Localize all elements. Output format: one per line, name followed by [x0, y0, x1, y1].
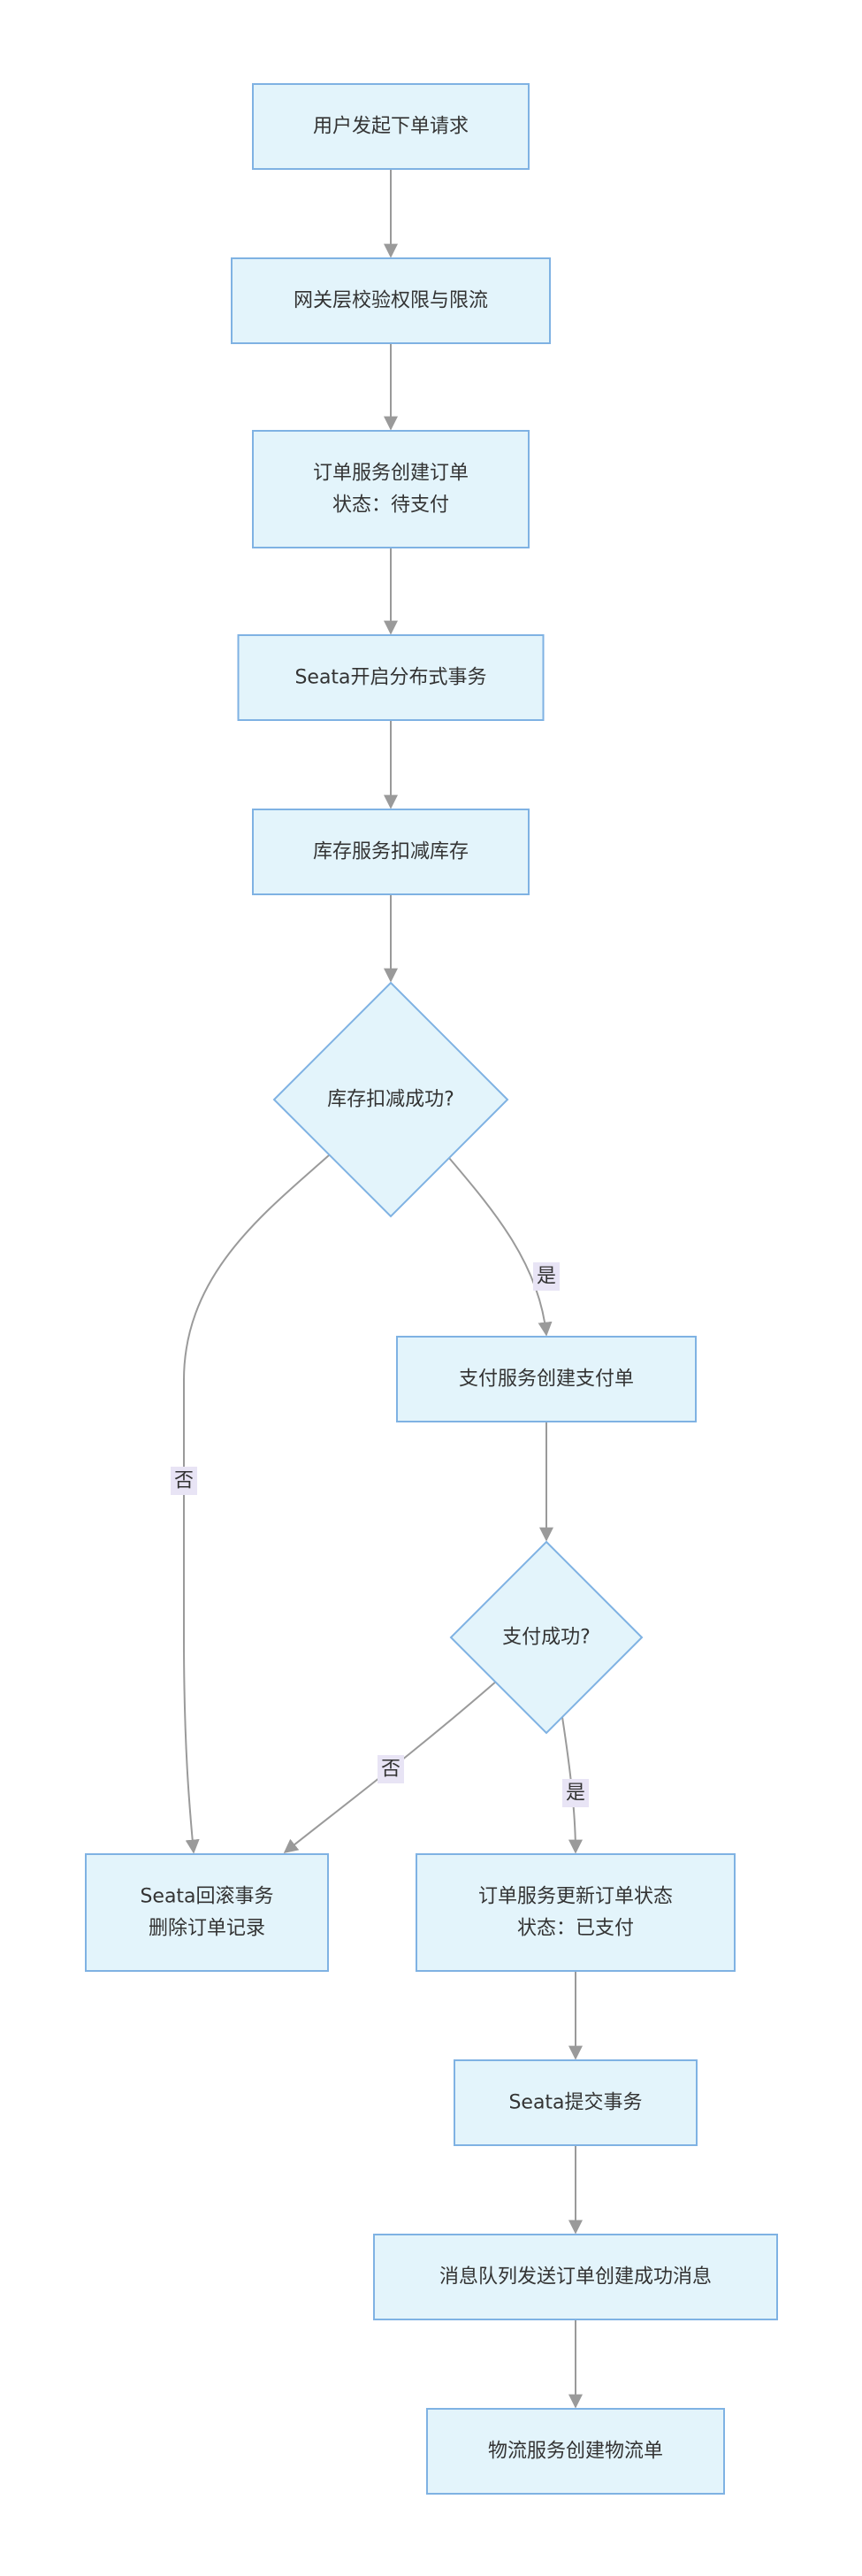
edge-d1-n7 [183, 1154, 330, 1854]
process-box [416, 1853, 736, 1972]
node-label-line: 删除订单记录 [149, 1918, 265, 1940]
process-box [426, 2408, 725, 2495]
decision-diamond [449, 1540, 644, 1735]
process-box [373, 2234, 778, 2320]
node-label-line: 库存扣减成功? [327, 1089, 454, 1111]
edge-d1-n6 [448, 1157, 553, 1337]
node-label-line: Seata提交事务 [508, 2092, 642, 2114]
node-label-line: 物流服务创建物流单 [488, 2441, 663, 2463]
edge-label-d1-n7: 否 [171, 1467, 197, 1495]
edge-label-text: 否 [174, 1470, 194, 1492]
node-label-line: 支付成功? [502, 1627, 591, 1649]
edge-label-d2-n8: 是 [562, 1779, 589, 1807]
process-box [252, 83, 530, 170]
node-label-line: Seata开启分布式事务 [294, 667, 486, 689]
process-node-n1: 用户发起下单请求 [252, 83, 530, 170]
edge-label-text: 是 [566, 1782, 585, 1805]
edge-label-text: 是 [537, 1266, 556, 1288]
process-node-n6: 支付服务创建支付单 [396, 1336, 697, 1422]
node-label-line: 消息队列发送订单创建成功消息 [439, 2266, 712, 2288]
edge-label-bg [378, 1755, 404, 1783]
node-label-line: 网关层校验权限与限流 [294, 290, 488, 312]
node-label-line: 用户发起下单请求 [313, 116, 469, 138]
edge-label-bg [171, 1467, 197, 1495]
node-label-line: 支付服务创建支付单 [459, 1368, 634, 1391]
process-node-n11: 物流服务创建物流单 [426, 2408, 725, 2495]
process-box [85, 1853, 329, 1972]
process-node-n4: Seata开启分布式事务 [237, 634, 545, 721]
node-label-line: 订单服务创建订单 [313, 463, 469, 485]
node-label-line: Seata回滚事务 [140, 1886, 273, 1908]
edge-label-text: 否 [381, 1759, 400, 1781]
process-node-n5: 库存服务扣减库存 [252, 809, 530, 895]
process-box [252, 430, 530, 548]
decision-node-d2: 支付成功? [449, 1540, 644, 1735]
edge-label-bg [562, 1779, 589, 1807]
decision-diamond [272, 981, 509, 1218]
edge-label-d2-n7: 否 [378, 1755, 404, 1783]
node-label-line: 状态：待支付 [332, 494, 449, 517]
edge-label-bg [533, 1262, 560, 1291]
process-node-n10: 消息队列发送订单创建成功消息 [373, 2234, 778, 2320]
process-box [237, 634, 545, 721]
process-box [231, 257, 551, 344]
decision-node-d1: 库存扣减成功? [272, 981, 509, 1218]
process-box [252, 809, 530, 895]
process-box [454, 2059, 698, 2146]
node-label-line: 订单服务更新订单状态 [478, 1886, 673, 1908]
node-label-line: 库存服务扣减库存 [313, 841, 469, 863]
node-label-line: 状态：已支付 [517, 1918, 634, 1940]
edge-label-d1-n6: 是 [533, 1262, 560, 1291]
process-box [396, 1336, 697, 1422]
process-node-n9: Seata提交事务 [454, 2059, 698, 2146]
process-node-n2: 网关层校验权限与限流 [231, 257, 551, 344]
